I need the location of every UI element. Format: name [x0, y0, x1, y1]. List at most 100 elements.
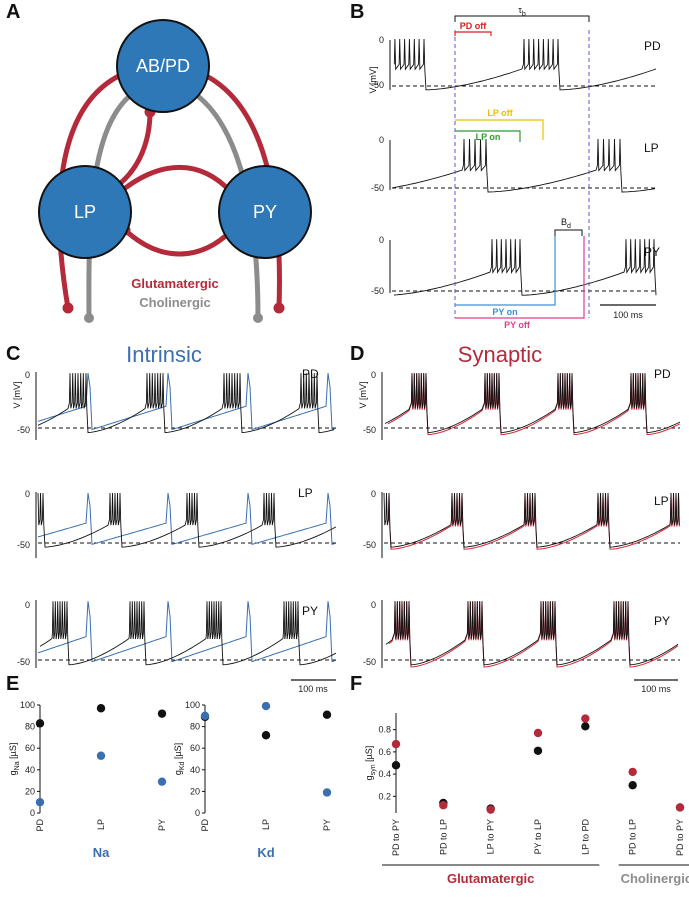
- chart1-xtick-label: PD: [200, 819, 210, 832]
- chart0-point: [96, 704, 106, 713]
- chart0-ytick-label: 100: [20, 700, 35, 710]
- panelb-ylabel: V [mV]: [368, 66, 378, 93]
- chart2-xtick-label: LP to PY: [486, 819, 496, 854]
- chart2-ytick-label: 0.4: [378, 769, 391, 779]
- chart2-point: [533, 728, 543, 738]
- chart2-xtick-label: PD to LP: [438, 819, 448, 855]
- chart1-ytick-label: 0: [195, 808, 200, 818]
- panelb-tick-0-py: 0: [379, 235, 384, 245]
- paneld-tick-50-pd: -50: [363, 425, 376, 435]
- chart1-xlabel: Kd: [257, 845, 274, 860]
- chart0-point: [35, 798, 45, 807]
- chart0-ytick-label: 60: [25, 743, 35, 753]
- paneld-trace-1: [383, 492, 680, 548]
- chart2-point: [391, 761, 401, 770]
- chart2-group-label: Cholinergic: [621, 871, 689, 886]
- chart0-point: [157, 709, 167, 718]
- panelc-trace-label-lp: LP: [298, 486, 313, 500]
- synapse-pd-py-outer: [185, 65, 282, 309]
- period-tau: τ: [518, 5, 522, 15]
- paneld-trace-label-lp: LP: [654, 494, 669, 508]
- panelb-tick-50-lp: -50: [371, 183, 384, 193]
- paneld-trace-0: [384, 373, 681, 433]
- period-tau-sub: b: [522, 11, 526, 18]
- chart1-point: [200, 711, 210, 720]
- paneld-ylabel: V [mV]: [358, 381, 368, 408]
- chart2-point: [628, 767, 637, 777]
- node-lp: [38, 165, 132, 259]
- py-off-label: PY off: [504, 320, 531, 330]
- panelb-trace-label-lp: LP: [644, 141, 659, 155]
- paneld-trace-label-py: PY: [654, 614, 670, 628]
- panelc-trace-label-py: PY: [302, 604, 318, 618]
- period-label: τb: [518, 5, 526, 18]
- panelc-overlay-trace-1: [37, 492, 337, 546]
- chart2-xtick-label: PD to LP: [628, 819, 638, 855]
- panel-label-b: B: [350, 1, 364, 23]
- synapse-lp-py-top: [118, 164, 234, 195]
- panel-c: Intrinsic V [mV] 0 -50 0 -50 0 -50 PD LP…: [12, 342, 337, 694]
- py-burst-b: B: [561, 217, 567, 227]
- chart2-point: [391, 739, 401, 749]
- paneld-tick-0-pd: 0: [371, 370, 376, 380]
- panelc-tick-50-pd: -50: [17, 425, 30, 435]
- panelb-trace-label-py: PY: [644, 245, 660, 259]
- panelc-traces: [37, 373, 337, 666]
- chart1-ytick-label: 20: [190, 786, 200, 796]
- chart2-ytick-label: 0.2: [378, 791, 391, 801]
- period-bracket: [454, 15, 590, 22]
- legend-glutamatergic: Glutamatergic: [131, 276, 218, 291]
- panelc-trace-label-pd: PD: [302, 367, 319, 381]
- panelb-trace-2: [393, 239, 657, 296]
- chart1-ytick-label: 40: [190, 765, 200, 775]
- panelc-trace-1: [37, 492, 337, 548]
- paneld-tick-0-lp: 0: [371, 489, 376, 499]
- chart2-xtick-label: PY to LP: [533, 819, 543, 854]
- py-on-label: PY on: [492, 307, 517, 317]
- panel-label-e: E: [6, 673, 19, 695]
- py-on-bracket: [455, 236, 556, 306]
- chart2-point: [581, 722, 590, 731]
- panelc-tick-0-pd: 0: [25, 370, 30, 380]
- chart1-point: [322, 710, 332, 719]
- cholinergic-terminal-py: [253, 313, 263, 323]
- panelb-trace-1: [392, 138, 656, 193]
- chart2-xtick-label: LP to PD: [580, 819, 590, 855]
- legend-cholinergic: Cholinergic: [139, 295, 211, 310]
- synapse-terminal-lp: [62, 302, 74, 314]
- chart0-ytick-label: 80: [25, 722, 35, 732]
- panel-label-a: A: [6, 1, 20, 23]
- py-burst-sub: d: [567, 223, 571, 230]
- pd-off-label: PD off: [460, 21, 487, 31]
- chart1-point: [261, 701, 271, 711]
- panelc-ylabel: V [mV]: [12, 381, 22, 408]
- chart2-xtick-label: PD to PY: [675, 819, 685, 856]
- panel-b: V [mV] 0 -50 0 -50 0 -50 PD LP PY τb PD …: [368, 5, 661, 330]
- py-burst-label: Bd: [561, 217, 571, 230]
- panelb-scalebar-label: 100 ms: [613, 310, 643, 320]
- py-burst-bracket: [554, 229, 583, 236]
- chart0-xtick-label: PD: [35, 819, 45, 832]
- chart0-point: [157, 777, 167, 786]
- chart0-ylabel: gNa [µS]: [8, 743, 21, 776]
- panelc-tick-50-lp: -50: [17, 540, 30, 550]
- paneld-scalebar-label: 100 ms: [641, 684, 671, 694]
- chart1-ytick-label: 100: [185, 700, 200, 710]
- paneld-tick-50-py: -50: [363, 657, 376, 667]
- chart0-xtick-label: LP: [96, 819, 106, 830]
- node-py: [218, 165, 312, 259]
- panelb-tick-0-lp: 0: [379, 135, 384, 145]
- chart1-ytick-label: 80: [190, 722, 200, 732]
- cholinergic-pd-py: [178, 82, 261, 319]
- chart1-point: [261, 731, 271, 740]
- panelc-tick-0-py: 0: [25, 600, 30, 610]
- chart2-point: [628, 781, 637, 790]
- synapse-py-lp-bottom: [123, 228, 234, 257]
- chart2-ytick-label: 0.8: [378, 725, 391, 735]
- node-label-abpd: AB/PD: [136, 56, 190, 76]
- lp-off-label: LP off: [487, 108, 513, 118]
- synapse-lp-pd: [116, 111, 153, 187]
- panelc-tick-0-lp: 0: [25, 489, 30, 499]
- panelb-tick-50-py: -50: [371, 286, 384, 296]
